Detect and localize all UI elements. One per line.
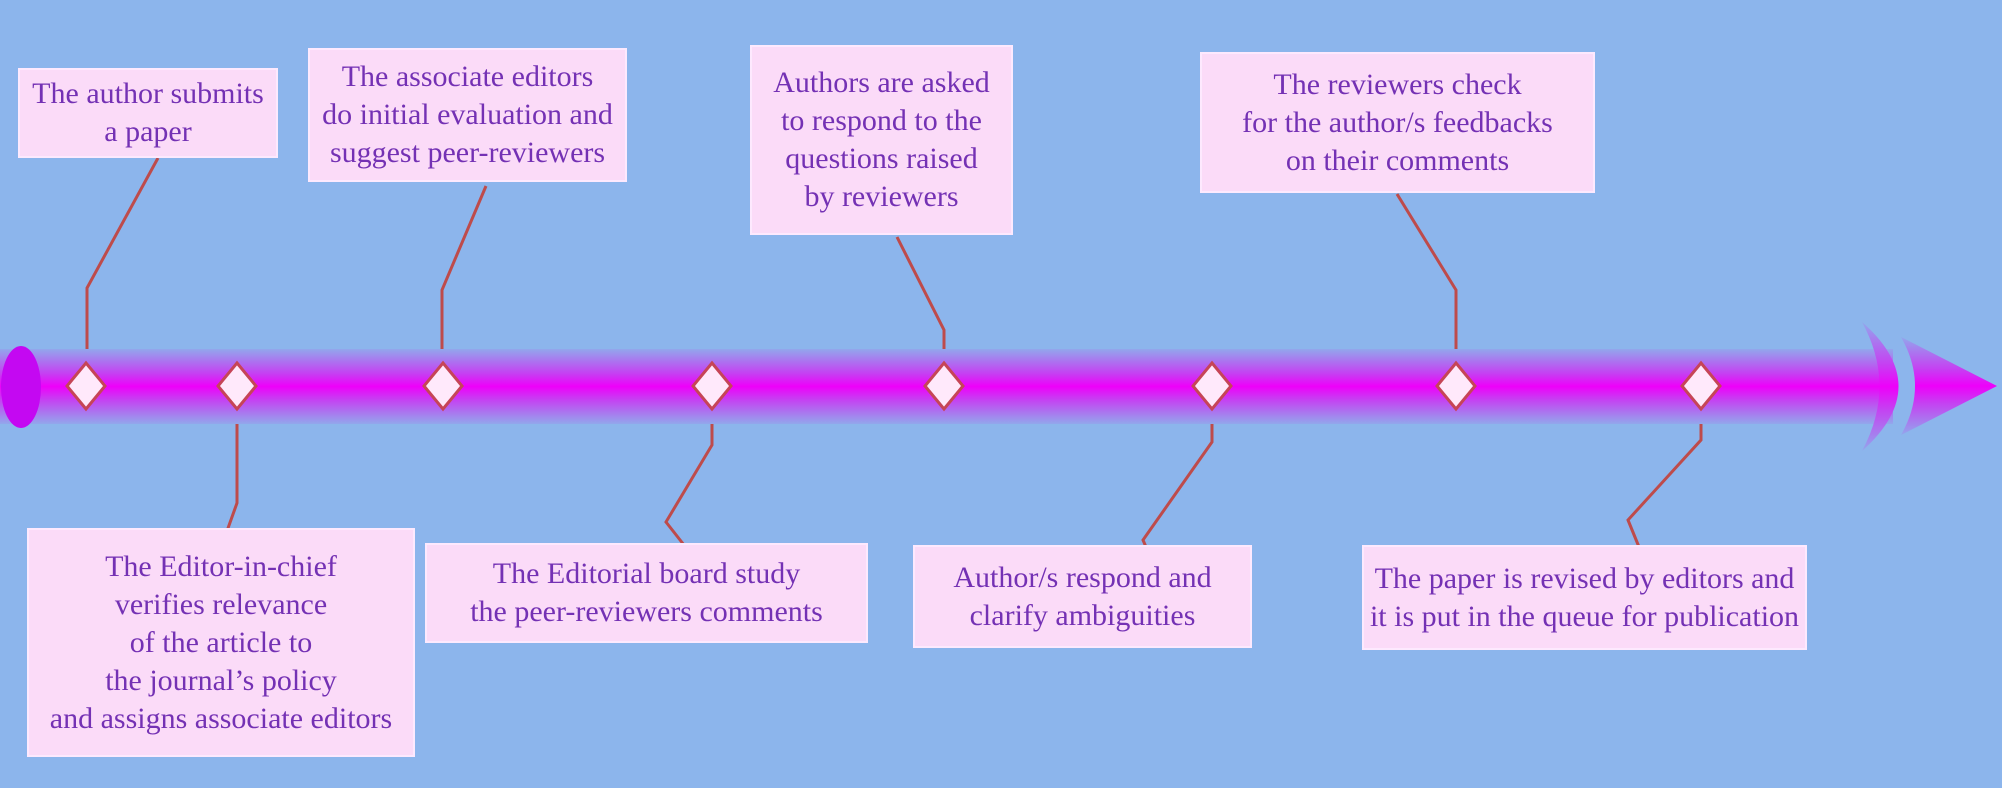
milestone-diamond — [65, 360, 107, 412]
step-text-line: on their comments — [1285, 143, 1510, 177]
step-text-line: The author submits — [32, 77, 264, 110]
connector-line — [225, 386, 239, 532]
step-text-line: suggest peer-reviewers — [329, 136, 606, 169]
step-text-line: the peer-reviewers comments — [470, 595, 823, 628]
step-text-line: of the article to — [129, 625, 313, 659]
step-text-line: a paper — [104, 115, 192, 148]
milestone-diamond — [923, 360, 965, 412]
step-text-line: questions raised — [785, 142, 978, 175]
milestone-diamond — [1191, 360, 1233, 412]
arrowhead-crescent — [1862, 322, 1899, 451]
step-box-editorial-board-study: The Editorial board study the peer-revie… — [425, 543, 868, 643]
step-box-authors-asked-respond: Authors are asked to respond to the ques… — [750, 45, 1013, 235]
milestone-diamond — [1680, 360, 1722, 412]
milestone-diamond — [1435, 360, 1477, 412]
step-text-line: verifies relevance — [114, 587, 328, 621]
step-box-authors-respond-clarify: Author/s respond and clarify ambiguities — [913, 545, 1252, 648]
step-text-line: by reviewers — [804, 180, 959, 213]
step-text-line: to respond to the — [781, 104, 982, 137]
step-text-line: clarify ambiguities — [969, 598, 1196, 632]
step-box-author-submits-paper: The author submits a paper — [18, 68, 278, 158]
step-box-reviewers-check-feedback: The reviewers check for the author/s fee… — [1200, 52, 1595, 193]
timeline-start-cap — [1, 346, 41, 428]
step-text-line: The paper is revised by editors and — [1374, 561, 1795, 595]
step-text-line: Author/s respond and — [953, 560, 1212, 594]
step-text-line: The associate editors — [341, 60, 594, 93]
milestone-diamonds — [65, 360, 1722, 412]
step-text-line: The Editorial board study — [492, 557, 801, 590]
step-text-line: the journal’s policy — [105, 663, 337, 697]
milestone-diamond — [216, 360, 258, 412]
step-text-line: and assigns associate editors — [49, 701, 393, 735]
milestone-diamond — [422, 360, 464, 412]
step-text-line: do initial evaluation and — [322, 98, 613, 131]
timeline-arrowhead — [1901, 337, 1997, 435]
step-text-line: it is put in the queue for publication — [1369, 599, 1800, 633]
step-box-paper-revised-queued: The paper is revised by editors and it i… — [1362, 545, 1807, 650]
step-text-line: for the author/s feedbacks — [1242, 105, 1553, 139]
step-text-line: Authors are asked — [773, 66, 990, 99]
step-box-editor-in-chief-verifies: The Editor-in-chief verifies relevance o… — [27, 528, 415, 757]
step-box-associate-editors-evaluate: The associate editors do initial evaluat… — [308, 48, 627, 182]
step-text-line: The reviewers check — [1273, 67, 1522, 101]
milestone-diamond — [691, 360, 733, 412]
step-text-line: The Editor-in-chief — [105, 549, 337, 583]
